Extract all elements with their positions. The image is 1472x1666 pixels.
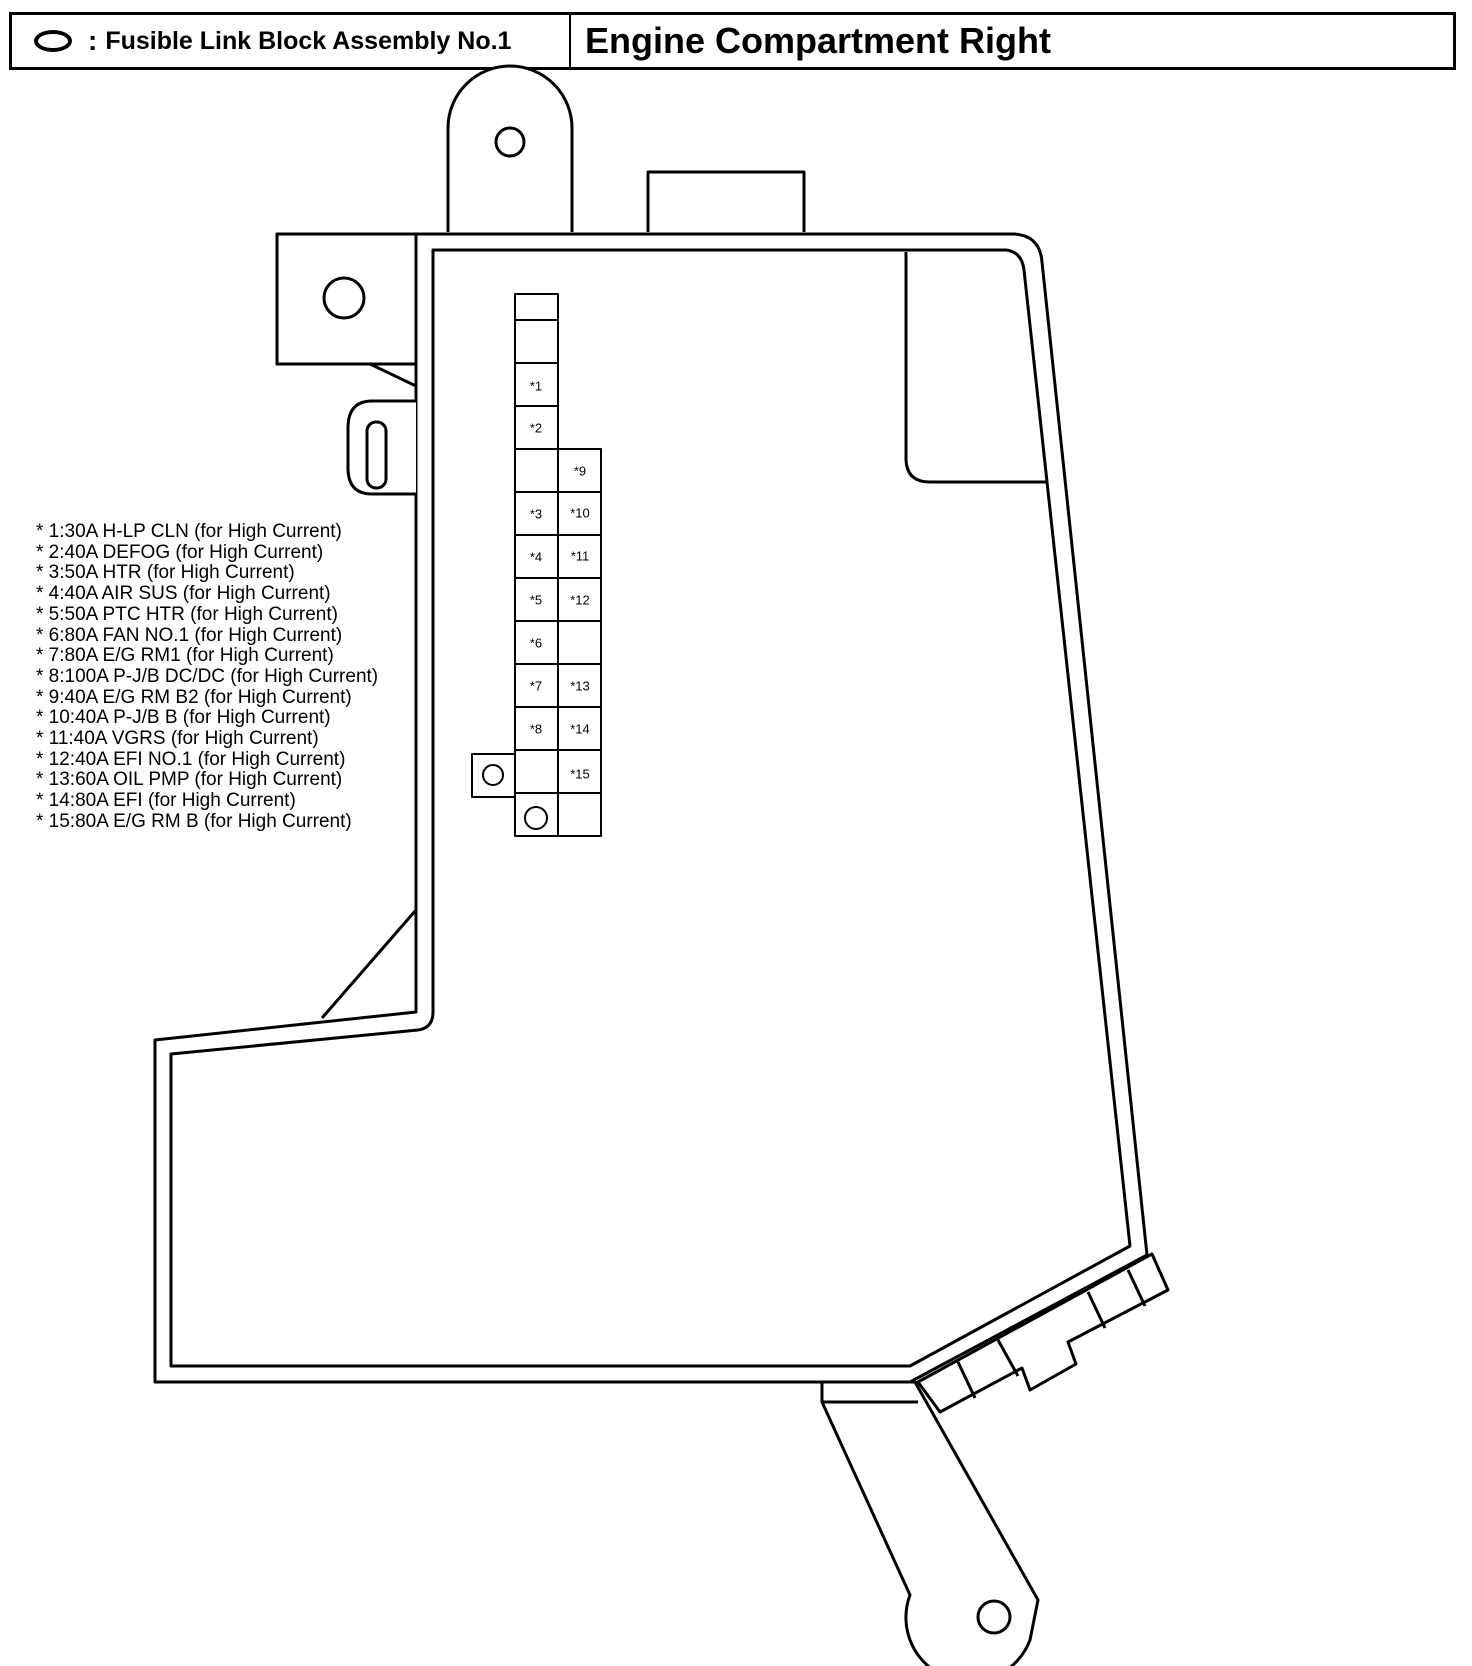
legend-item: * 8:100A P-J/B DC/DC (for High Current) [36,665,379,687]
legend-item: * 12:40A EFI NO.1 (for High Current) [36,748,346,770]
left-mounting-bracket [275,232,418,366]
side-slot-icon [365,420,388,490]
terminal-bolt-lower-icon [524,806,548,830]
fuse-label-3: *3 [530,507,542,522]
legend-item: * 6:80A FAN NO.1 (for High Current) [36,624,343,646]
header-bar: : Fusible Link Block Assembly No.1 Engin… [9,12,1456,70]
fuse-label-15: *15 [570,767,590,782]
header-colon: : [88,25,98,56]
fuse-label-12: *12 [570,593,590,608]
fuse-label-9: *9 [574,464,586,479]
legend-item: * 10:40A P-J/B B (for High Current) [36,707,331,729]
fuse-label-14: *14 [570,722,590,737]
header-location-cell: Engine Compartment Right [571,15,1453,67]
connector-divider-1 [956,1361,977,1399]
fuse-label-5: *5 [530,593,542,608]
legend-item: * 7:80A E/G RM1 (for High Current) [36,645,334,667]
connector-divider-4 [1126,1269,1147,1307]
location-title: Engine Compartment Right [585,20,1051,61]
connector-oval-icon [34,30,72,52]
legend-item: * 14:80A EFI (for High Current) [36,790,296,812]
fuse-label-6: *6 [530,636,542,651]
fuse-slot-right-9 [557,792,602,837]
fuse-label-2: *2 [530,421,542,436]
part-name: Fusible Link Block Assembly No.1 [105,26,512,55]
legend-item: * 9:40A E/G RM B2 (for High Current) [36,686,352,708]
fuse-label-7: *7 [530,679,542,694]
fuse-label-13: *13 [570,679,590,694]
legend-item: * 11:40A VGRS (for High Current) [36,728,319,750]
fuse-label-4: *4 [530,550,542,565]
connector-divider-2 [996,1339,1020,1377]
legend-item: * 3:50A HTR (for High Current) [36,562,295,584]
bottom-bolt-hole-icon [976,1599,1012,1635]
top-mounting-tab [446,64,574,232]
block-body-outline [153,232,1149,1384]
header-part-cell: : Fusible Link Block Assembly No.1 [12,15,571,67]
side-slot-tab [346,399,416,496]
fuse-label-1: *1 [530,379,542,394]
terminal-bolt-icon [482,764,504,786]
legend-item: * 5:50A PTC HTR (for High Current) [36,603,338,625]
fuse-label-10: *10 [570,506,590,521]
legend-item: * 15:80A E/G RM B (for High Current) [36,810,352,832]
legend-item: * 4:40A AIR SUS (for High Current) [36,583,331,605]
fuse-grid [471,293,602,837]
top-connector-housing [646,170,806,232]
terminal-tab [471,753,516,798]
top-bolt-hole-icon [494,126,526,158]
fuse-label-11: *11 [571,549,590,564]
bottom-right-connectors [916,1252,1170,1414]
top-right-recess [904,252,1048,484]
left-bolt-hole-icon [322,276,366,320]
block-inner-rim [169,248,1132,1368]
fuse-label-8: *8 [530,722,542,737]
legend-item: * 2:40A DEFOG (for High Current) [36,541,324,563]
bottom-bracket-arm [820,1380,1040,1666]
legend-item: * 1:30A H-LP CLN (for High Current) [36,521,342,542]
legend-item: * 13:60A OIL PMP (for High Current) [36,769,343,791]
connector-divider-3 [1086,1291,1107,1329]
fuse-legend: * 1:30A H-LP CLN (for High Current) * 2:… [36,521,379,833]
lower-brace [320,909,418,1019]
bracket-brace [369,362,417,388]
